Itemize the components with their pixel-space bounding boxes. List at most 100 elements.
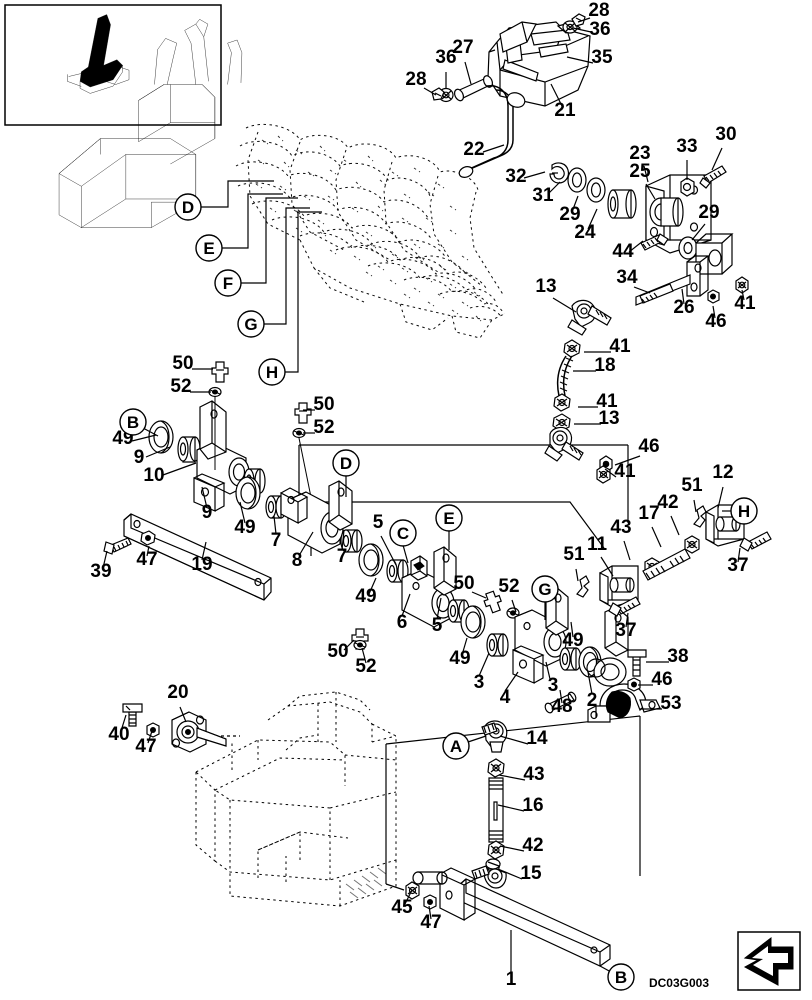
leader-line-42 — [670, 515, 680, 536]
reference-circle-B — [607, 963, 635, 991]
reference-circle-D — [174, 193, 202, 221]
part-13-rod-end-upper — [567, 299, 612, 336]
leader-line-44 — [628, 240, 644, 253]
part-number-label: 26 — [673, 297, 694, 318]
part-number-label: 23 — [629, 143, 650, 164]
part-number-label: 49 — [449, 648, 470, 669]
leader-line-3 — [545, 661, 551, 680]
part-number-label: 49 — [562, 630, 583, 651]
part-number-label: 1 — [506, 969, 517, 990]
part-number-label: 19 — [191, 554, 212, 575]
part-49-bearing-left — [148, 420, 174, 454]
part-number-label: 41 — [609, 336, 631, 357]
part-number-label: 38 — [667, 646, 688, 667]
part-35-pedal-mount-hole — [538, 43, 569, 58]
leader-line-3 — [478, 652, 490, 677]
part-number-label: 27 — [452, 37, 473, 58]
part-49-bearing-c — [358, 543, 384, 577]
part-number-label: 52 — [170, 376, 191, 397]
leader-line-35 — [566, 56, 594, 64]
part-number-label: 21 — [554, 100, 576, 121]
part-number-label: 29 — [698, 202, 719, 223]
reference-letter: A — [450, 737, 462, 756]
leader-line-8 — [299, 531, 314, 555]
part-42-nut-lower — [487, 840, 505, 860]
part-number-label: 25 — [629, 161, 651, 182]
document-code: DC03G003 — [649, 976, 709, 990]
arrow-logo — [737, 931, 801, 991]
leader-line-47 — [146, 545, 150, 557]
reference-leader-A — [467, 735, 487, 743]
part-number-label: 15 — [520, 863, 542, 884]
part-number-label: 35 — [591, 47, 613, 68]
reference-letter: H — [266, 363, 278, 382]
reference-letter: G — [244, 315, 257, 334]
leader-line-48 — [559, 689, 563, 704]
leader-line-24 — [587, 208, 598, 230]
part-27-spacer-pin — [453, 75, 494, 102]
part-30-bolt — [699, 165, 727, 189]
part-29-washer-right — [678, 236, 698, 260]
part-22-bent-rod — [458, 85, 526, 178]
leader-line-10 — [162, 462, 197, 476]
part-number-label: 37 — [727, 555, 748, 576]
part-11-clevis-left — [599, 565, 639, 608]
part-number-label: 11 — [587, 534, 608, 555]
reference-letter: G — [538, 580, 551, 599]
leader-line-23 — [643, 165, 649, 183]
part-number-label: 28 — [588, 0, 609, 21]
leader-line-22 — [482, 144, 505, 153]
reference-letter: B — [615, 968, 627, 987]
part-number-label: 18 — [594, 355, 615, 376]
part-number-label: 14 — [526, 728, 548, 749]
leader-line-28 — [423, 87, 437, 96]
leader-line-50 — [343, 639, 355, 651]
part-49-bearing-d — [460, 605, 486, 639]
part-number-label: 41 — [734, 293, 756, 314]
leader-line-19 — [201, 541, 207, 561]
part-number-label: 7 — [337, 546, 348, 567]
part-number-label: 43 — [523, 764, 544, 785]
part-number-label: 45 — [391, 897, 413, 918]
part-7-spacer-left — [265, 495, 287, 519]
leader-line-36 — [572, 27, 592, 33]
engine-hidden-outline — [235, 123, 505, 339]
part-number-label: 20 — [167, 682, 188, 703]
part-33-lock-nut — [680, 177, 695, 197]
part-50-grease-fitting-left — [211, 361, 229, 383]
leader-line-47 — [147, 730, 153, 744]
leader-line-45 — [404, 889, 413, 905]
part-31-washer — [567, 167, 587, 193]
part-42-nut-center — [684, 535, 700, 554]
reference-leader-G — [263, 207, 310, 325]
part-34-pin — [639, 283, 674, 304]
machine-overview-illustration — [4, 4, 243, 228]
part-number-label: 6 — [397, 612, 408, 633]
part-number-label: 50 — [313, 394, 334, 415]
reference-circle-E — [435, 504, 463, 532]
leader-line-2 — [587, 671, 593, 695]
part-number-label: 16 — [522, 795, 543, 816]
part-number-label: 24 — [574, 222, 596, 243]
leader-line-46 — [614, 455, 641, 466]
part-number-label: 33 — [676, 136, 697, 157]
part-51-clip-right — [693, 505, 707, 528]
leader-line-43 — [498, 774, 526, 781]
reference-letter: H — [738, 502, 750, 521]
part-number-label: 48 — [551, 696, 572, 717]
part-47-nut-left — [140, 530, 156, 546]
part-49-bearing-left-b — [235, 476, 261, 510]
part-52-cap-c — [506, 607, 520, 619]
part-18-spring-link — [556, 355, 574, 397]
leader-line-37 — [625, 612, 629, 628]
reference-leader-B — [142, 427, 159, 437]
leader-line-21 — [550, 83, 563, 107]
part-19-support-bar — [123, 513, 272, 601]
leader-line-9 — [145, 446, 171, 458]
part-number-label: 46 — [638, 436, 659, 457]
reference-circle-H — [258, 358, 286, 386]
reference-leader-F — [240, 197, 298, 284]
